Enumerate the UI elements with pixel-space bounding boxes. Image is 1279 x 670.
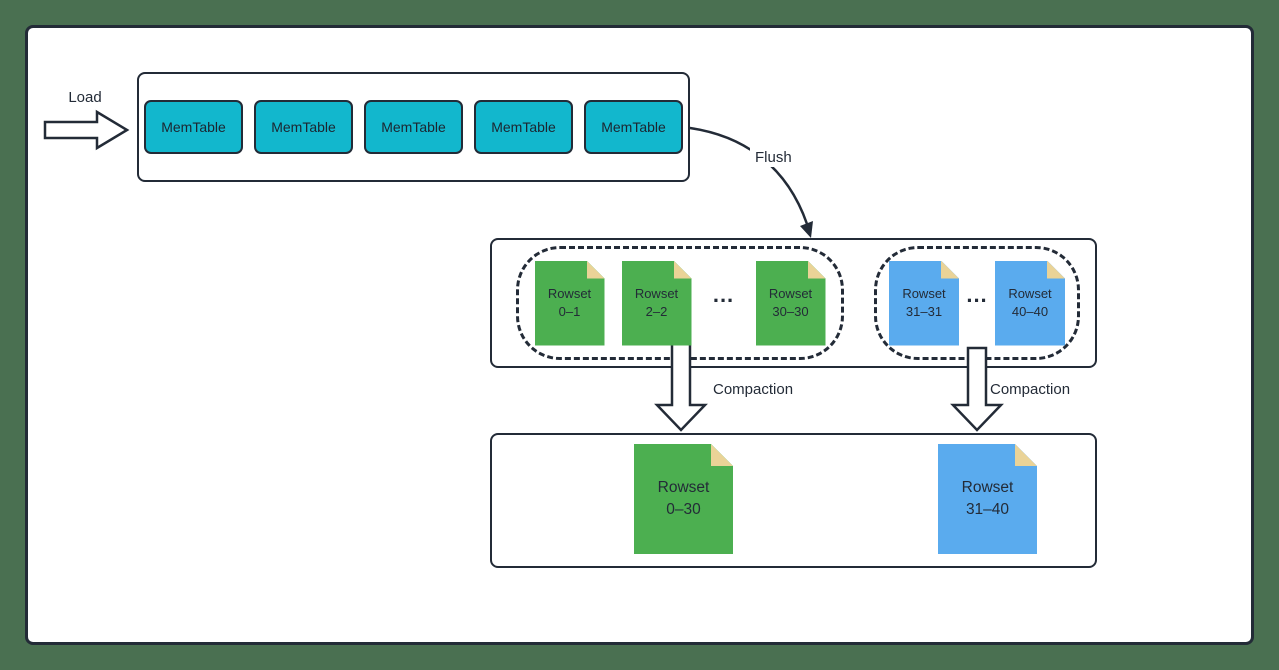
rowset-range: 31–31	[905, 304, 943, 319]
load-arrow	[43, 109, 130, 151]
load-label: Load	[68, 89, 102, 106]
rowset-file-icon: Rowset 31–31	[889, 261, 959, 346]
rowset-file-icon: Rowset 0–1	[535, 261, 605, 346]
ellipsis-dots: ...	[966, 282, 988, 307]
rowset-range: 0–1	[558, 304, 581, 319]
memtable-box: MemTable	[144, 100, 243, 154]
rowset-name: Rowset	[961, 478, 1014, 496]
rowset-name: Rowset	[768, 286, 813, 302]
green-rowset-group: Rowset 0–1 Rowset 2–2 ... Rowset 30–30	[516, 246, 844, 360]
flush-label: Flush	[750, 148, 797, 167]
rowset-file-icon: Rowset 30–30	[756, 261, 826, 346]
memtable-box: MemTable	[474, 100, 573, 154]
compacted-rowset-file-icon: Rowset 31–40	[938, 444, 1037, 554]
folded-corner-icon	[1015, 444, 1037, 466]
rowset-range: 40–40	[1011, 304, 1049, 319]
blue-rowset-group: Rowset 31–31 ... Rowset 40–40	[874, 246, 1080, 360]
level0-container: Rowset 0–1 Rowset 2–2 ... Rowset 30–30 R…	[490, 238, 1097, 368]
rowset-name: Rowset	[902, 286, 946, 302]
folded-corner-icon	[1047, 261, 1065, 279]
rowset-name: Rowset	[657, 478, 710, 496]
memtable-box: MemTable	[364, 100, 463, 154]
flush-arrowhead	[800, 221, 813, 238]
ellipsis-dots: ...	[712, 282, 735, 307]
folded-corner-icon	[711, 444, 733, 466]
memtable-box: MemTable	[254, 100, 353, 154]
compacted-container: Rowset 0–30 Rowset 31–40	[490, 433, 1097, 568]
diagram-card: Load MemTable MemTable MemTable MemTable…	[25, 25, 1254, 645]
rowset-name: Rowset	[634, 286, 679, 302]
folded-corner-icon	[941, 261, 959, 279]
flush-arrow-curve	[688, 126, 809, 226]
rowset-name: Rowset	[547, 286, 592, 302]
rowset-range: 31–40	[965, 501, 1010, 518]
compacted-rowset-file-icon: Rowset 0–30	[634, 444, 733, 554]
folded-corner-icon	[587, 261, 605, 279]
rowset-file-icon: Rowset 40–40	[995, 261, 1065, 346]
rowset-range: 2–2	[645, 304, 668, 319]
memtable-row: MemTable MemTable MemTable MemTable MemT…	[139, 74, 688, 154]
memtable-box: MemTable	[584, 100, 683, 154]
compaction-label-right: Compaction	[990, 381, 1071, 398]
rowset-range: 30–30	[772, 304, 809, 319]
folded-corner-icon	[674, 261, 692, 279]
rowset-range: 0–30	[666, 501, 701, 518]
memtable-container: MemTable MemTable MemTable MemTable MemT…	[137, 72, 690, 182]
rowset-name: Rowset	[1008, 286, 1052, 302]
compaction-label-left: Compaction	[713, 381, 794, 398]
folded-corner-icon	[808, 261, 826, 279]
rowset-file-icon: Rowset 2–2	[622, 261, 692, 346]
